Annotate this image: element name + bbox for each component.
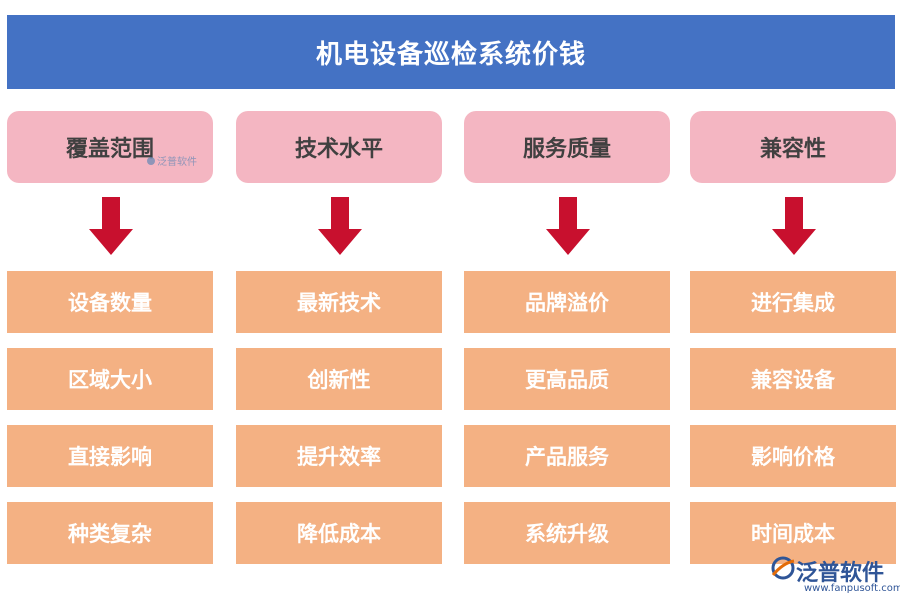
watermark-small: 泛普软件 xyxy=(147,153,197,168)
item-box: 设备数量 xyxy=(7,271,213,333)
item-box: 进行集成 xyxy=(690,271,896,333)
item-box: 品牌溢价 xyxy=(464,271,670,333)
column-header: 服务质量 xyxy=(464,111,670,183)
column-header: 技术水平 xyxy=(236,111,442,183)
item-box: 区域大小 xyxy=(7,348,213,410)
item-box: 降低成本 xyxy=(236,502,442,564)
down-arrow-icon xyxy=(318,197,362,255)
item-box: 提升效率 xyxy=(236,425,442,487)
item-box: 种类复杂 xyxy=(7,502,213,564)
watermark-small-icon xyxy=(147,156,155,165)
item-box: 最新技术 xyxy=(236,271,442,333)
item-box: 影响价格 xyxy=(690,425,896,487)
down-arrow-icon xyxy=(546,197,590,255)
column-header: 兼容性 xyxy=(690,111,896,183)
watermark-small-text: 泛普软件 xyxy=(157,157,197,168)
item-box: 时间成本 xyxy=(690,502,896,564)
watermark-logo: 泛普软件 www.fanpusoft.com xyxy=(770,553,900,597)
down-arrow-icon xyxy=(89,197,133,255)
item-box: 兼容设备 xyxy=(690,348,896,410)
item-box: 创新性 xyxy=(236,348,442,410)
item-box: 系统升级 xyxy=(464,502,670,564)
item-box: 更高品质 xyxy=(464,348,670,410)
down-arrow-icon xyxy=(772,197,816,255)
logo-url: www.fanpusoft.com xyxy=(804,583,900,594)
item-box: 产品服务 xyxy=(464,425,670,487)
column-header: 覆盖范围 xyxy=(7,111,213,183)
page-title: 机电设备巡检系统价钱 xyxy=(7,15,895,89)
logo-text: 泛普软件 xyxy=(796,561,885,586)
item-box: 直接影响 xyxy=(7,425,213,487)
logo-icon xyxy=(771,556,795,580)
